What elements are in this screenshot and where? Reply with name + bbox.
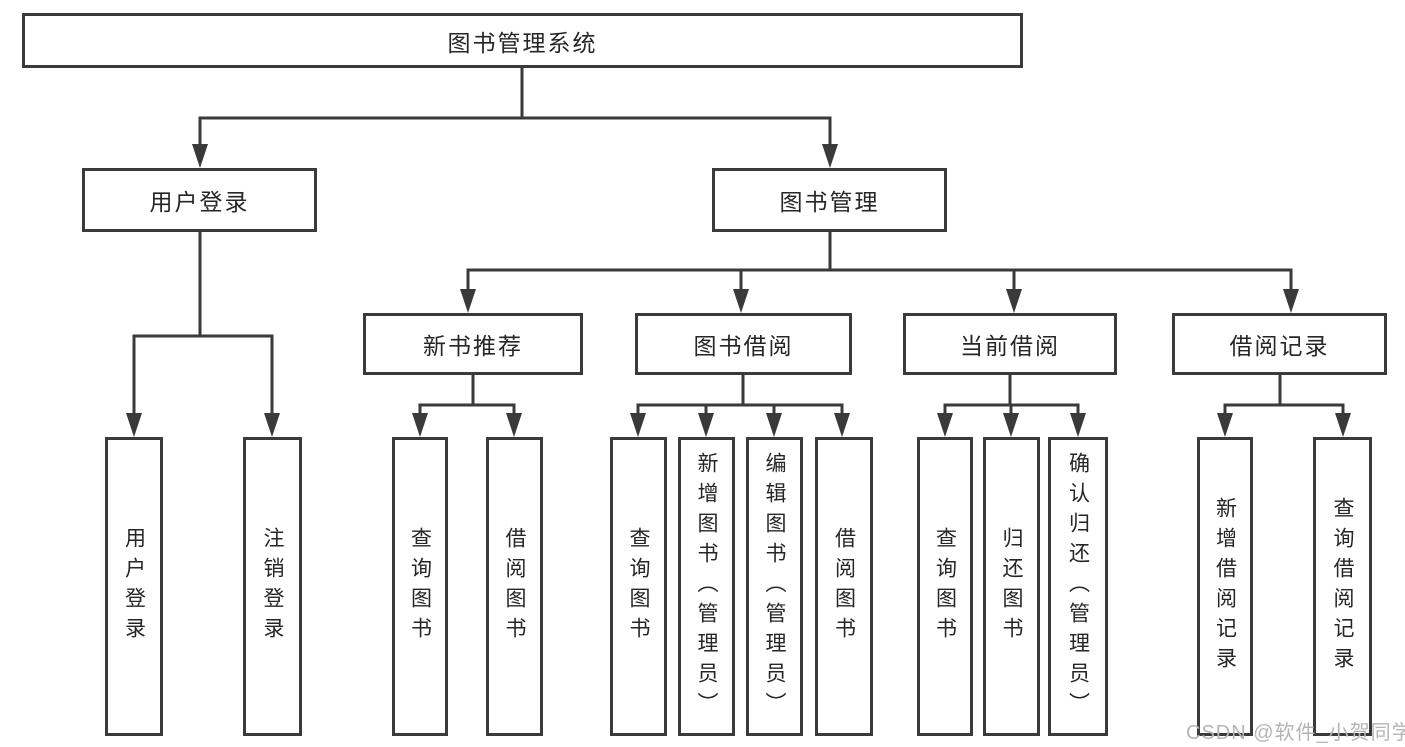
- arrowhead-icon: [1006, 289, 1022, 313]
- arrowhead-icon: [1003, 413, 1019, 437]
- node-current-borrowing-label: 当前借阅: [960, 333, 1060, 359]
- node-book-borrowing: 图书借阅: [635, 313, 852, 375]
- arrowhead-icon: [698, 413, 714, 437]
- arrowhead-icon: [630, 413, 646, 437]
- arrowhead-icon: [126, 413, 142, 437]
- leaf-records-query-record-label: 查询借阅记录: [1331, 496, 1354, 677]
- node-borrowing-records-label: 借阅记录: [1229, 333, 1330, 359]
- leaf-borrowing-edit-book: 编辑图书（管理员）: [746, 437, 803, 736]
- leaf-borrowing-query-book-label: 查询图书: [627, 526, 650, 647]
- leaf-current-query-book-label: 查询图书: [933, 526, 957, 647]
- arrowhead-icon: [264, 413, 280, 437]
- node-user-login: 用户登录: [82, 168, 317, 232]
- leaf-borrowing-borrow-book-label: 借阅图书: [832, 526, 856, 647]
- arrowhead-icon: [412, 413, 428, 437]
- arrowhead-icon: [506, 413, 522, 437]
- leaf-records-add-record-label: 新增借阅记录: [1213, 496, 1237, 677]
- arrowhead-icon: [937, 413, 953, 437]
- leaf-records-add-record: 新增借阅记录: [1197, 437, 1253, 736]
- node-current-borrowing: 当前借阅: [903, 313, 1117, 375]
- leaf-current-confirm-return: 确认归还（管理员）: [1048, 437, 1108, 736]
- arrowhead-icon: [1217, 413, 1233, 437]
- arrowhead-icon: [460, 289, 476, 313]
- leaf-user-login: 用户登录: [105, 437, 163, 736]
- leaf-borrowing-add-book-label: 新增图书（管理员）: [695, 451, 718, 722]
- node-root: 图书管理系统: [22, 13, 1023, 68]
- node-new-book-recommend-label: 新书推荐: [423, 333, 523, 359]
- leaf-logout-label: 注销登录: [261, 526, 284, 647]
- arrowhead-icon: [834, 413, 850, 437]
- leaf-borrowing-add-book: 新增图书（管理员）: [678, 437, 735, 736]
- leaf-borrowing-borrow-book: 借阅图书: [815, 437, 873, 736]
- leaf-records-query-record: 查询借阅记录: [1313, 437, 1372, 736]
- node-user-login-label: 用户登录: [149, 189, 250, 215]
- csdn-watermark: CSDN @软件_小贺同学: [1186, 722, 1405, 744]
- node-book-management-label: 图书管理: [779, 189, 880, 215]
- node-book-management: 图书管理: [712, 168, 947, 232]
- arrowhead-icon: [1070, 413, 1086, 437]
- leaf-user-login-label: 用户登录: [122, 526, 146, 647]
- arrowhead-icon: [822, 144, 838, 168]
- leaf-current-query-book: 查询图书: [917, 437, 973, 736]
- leaf-recommend-query-book: 查询图书: [392, 437, 448, 736]
- arrowhead-icon: [733, 289, 749, 313]
- leaf-recommend-borrow-book-label: 借阅图书: [503, 526, 526, 647]
- node-new-book-recommend: 新书推荐: [363, 313, 583, 375]
- leaf-recommend-query-book-label: 查询图书: [408, 526, 432, 647]
- node-root-label: 图书管理系统: [447, 29, 598, 56]
- leaf-current-return-book: 归还图书: [983, 437, 1040, 736]
- arrowheads: [126, 144, 1351, 437]
- node-borrowing-records: 借阅记录: [1172, 313, 1387, 375]
- leaf-current-confirm-return-label: 确认归还（管理员）: [1066, 451, 1090, 722]
- arrowhead-icon: [766, 413, 782, 437]
- connector-line: [132, 66, 1345, 419]
- leaf-borrowing-query-book: 查询图书: [610, 437, 667, 736]
- arrowhead-icon: [192, 144, 208, 168]
- arrowhead-icon: [1335, 413, 1351, 437]
- node-book-borrowing-label: 图书借阅: [693, 333, 794, 359]
- leaf-current-return-book-label: 归还图书: [1000, 526, 1023, 647]
- leaf-borrowing-edit-book-label: 编辑图书（管理员）: [763, 451, 786, 722]
- arrowhead-icon: [1283, 289, 1299, 313]
- leaf-recommend-borrow-book: 借阅图书: [486, 437, 543, 736]
- leaf-logout: 注销登录: [243, 437, 302, 736]
